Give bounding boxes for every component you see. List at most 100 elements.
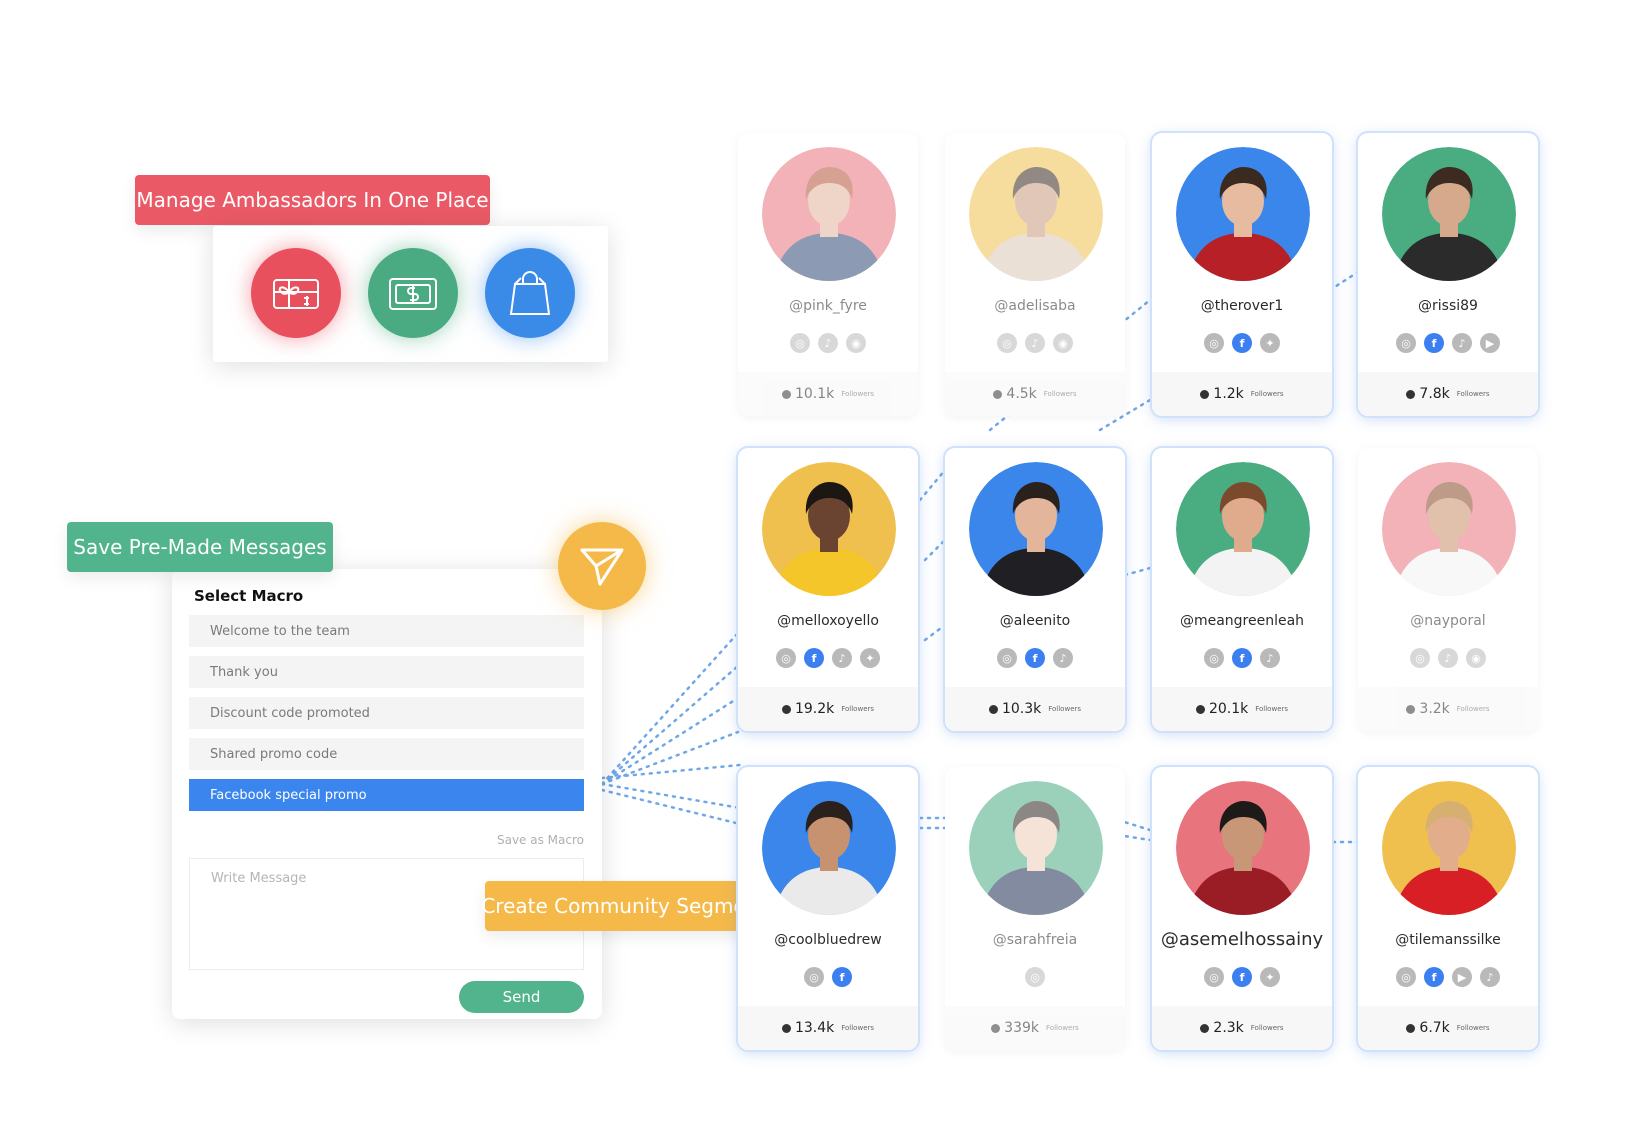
followers-label: Followers bbox=[1043, 390, 1077, 398]
ambassador-handle[interactable]: @sarahfreia bbox=[992, 932, 1078, 948]
tiktok-icon[interactable]: ♪ bbox=[1480, 967, 1500, 987]
social-icons: ◎ f ♪ ▶ bbox=[1358, 333, 1538, 353]
facebook-icon[interactable]: f bbox=[1025, 648, 1045, 668]
twitter-icon[interactable]: ✦ bbox=[1260, 333, 1280, 353]
twitter-icon[interactable]: ✦ bbox=[1260, 967, 1280, 987]
social-icons: ◎ ♪ ◉ bbox=[945, 333, 1125, 353]
instagram-icon[interactable]: ◎ bbox=[1396, 967, 1416, 987]
avatar bbox=[762, 781, 896, 915]
tiktok-icon[interactable]: ♪ bbox=[1438, 648, 1458, 668]
followers-label: Followers bbox=[1048, 705, 1082, 713]
send-plane-icon[interactable] bbox=[558, 522, 646, 610]
instagram-icon[interactable]: ◎ bbox=[804, 967, 824, 987]
avatar bbox=[762, 147, 896, 281]
cash-icon[interactable] bbox=[368, 248, 458, 338]
youtube-icon[interactable]: ▶ bbox=[1480, 333, 1500, 353]
macro-item-selected[interactable]: Facebook special promo bbox=[189, 779, 584, 811]
followers-count: 6.7k bbox=[1419, 1020, 1450, 1036]
feature-icons-card bbox=[213, 226, 608, 362]
instagram-icon[interactable]: ◎ bbox=[997, 333, 1017, 353]
ambassador-handle[interactable]: @therover1 bbox=[1200, 298, 1284, 314]
snapchat-icon[interactable]: ◉ bbox=[1053, 333, 1073, 353]
facebook-icon[interactable]: f bbox=[1232, 333, 1252, 353]
ambassador-handle[interactable]: @coolbluedrew bbox=[774, 932, 882, 948]
instagram-icon[interactable]: ◎ bbox=[1204, 967, 1224, 987]
avatar bbox=[1382, 781, 1516, 915]
facebook-icon[interactable]: f bbox=[1232, 967, 1252, 987]
ambassador-handle[interactable]: @rissi89 bbox=[1418, 298, 1478, 314]
user-icon bbox=[781, 1023, 791, 1033]
facebook-icon[interactable]: f bbox=[804, 648, 824, 668]
instagram-icon[interactable]: ◎ bbox=[776, 648, 796, 668]
user-icon bbox=[1406, 704, 1416, 714]
followers-count: 2.3k bbox=[1213, 1020, 1244, 1036]
facebook-icon[interactable]: f bbox=[1424, 333, 1444, 353]
youtube-icon[interactable]: ▶ bbox=[1452, 967, 1472, 987]
shopping-bag-icon[interactable] bbox=[485, 248, 575, 338]
ambassador-card[interactable]: @meangreenleah ◎ f ♪ 20.1k Followers bbox=[1152, 448, 1332, 731]
tiktok-icon[interactable]: ♪ bbox=[832, 648, 852, 668]
instagram-icon[interactable]: ◎ bbox=[1204, 648, 1224, 668]
macro-panel: Select Macro Welcome to the team Thank y… bbox=[172, 569, 602, 1019]
instagram-icon[interactable]: ◎ bbox=[1410, 648, 1430, 668]
followers-count: 20.1k bbox=[1208, 701, 1249, 717]
avatar bbox=[1382, 147, 1516, 281]
ambassador-handle[interactable]: @nayporal bbox=[1410, 613, 1486, 629]
tiktok-icon[interactable]: ♪ bbox=[1053, 648, 1073, 668]
social-icons: ◎ f ♪ ✦ bbox=[738, 648, 918, 668]
macro-item[interactable]: Shared promo code bbox=[189, 738, 584, 770]
ambassador-card[interactable]: @tilemanssilke ◎ f ▶ ♪ 6.7k Followers bbox=[1358, 767, 1538, 1050]
instagram-icon[interactable]: ◎ bbox=[997, 648, 1017, 668]
user-icon bbox=[781, 704, 791, 714]
gift-card-icon[interactable] bbox=[251, 248, 341, 338]
send-button[interactable]: Send bbox=[459, 981, 584, 1013]
instagram-icon[interactable]: ◎ bbox=[1396, 333, 1416, 353]
avatar bbox=[1382, 462, 1516, 596]
ambassador-handle[interactable]: @pink_fyre bbox=[789, 298, 867, 314]
social-icons: ◎ ♪ ◉ bbox=[738, 333, 918, 353]
snapchat-icon[interactable]: ◉ bbox=[1466, 648, 1486, 668]
instagram-icon[interactable]: ◎ bbox=[790, 333, 810, 353]
ambassador-handle[interactable]: @asemelhossainy bbox=[1160, 929, 1324, 950]
facebook-icon[interactable]: f bbox=[832, 967, 852, 987]
ambassador-handle[interactable]: @aleenito bbox=[999, 613, 1071, 629]
snapchat-icon[interactable]: ◉ bbox=[846, 333, 866, 353]
tiktok-icon[interactable]: ♪ bbox=[1025, 333, 1045, 353]
instagram-icon[interactable]: ◎ bbox=[1204, 333, 1224, 353]
followers-label: Followers bbox=[1456, 1024, 1490, 1032]
macro-item[interactable]: Thank you bbox=[189, 656, 584, 688]
followers-label: Followers bbox=[1255, 705, 1289, 713]
ambassador-handle[interactable]: @tilemanssilke bbox=[1395, 932, 1501, 948]
facebook-icon[interactable]: f bbox=[1424, 967, 1444, 987]
twitter-icon[interactable]: ✦ bbox=[860, 648, 880, 668]
macro-item[interactable]: Welcome to the team bbox=[189, 615, 584, 647]
tiktok-icon[interactable]: ♪ bbox=[1452, 333, 1472, 353]
ambassador-handle[interactable]: @melloxoyello bbox=[777, 613, 879, 629]
user-icon bbox=[1406, 1023, 1416, 1033]
ambassador-card[interactable]: @aleenito ◎ f ♪ 10.3k Followers bbox=[945, 448, 1125, 731]
instagram-icon[interactable]: ◎ bbox=[1025, 967, 1045, 987]
tiktok-icon[interactable]: ♪ bbox=[818, 333, 838, 353]
ambassador-handle[interactable]: @meangreenleah bbox=[1179, 613, 1305, 629]
tiktok-icon[interactable]: ♪ bbox=[1260, 648, 1280, 668]
followers-count: 10.3k bbox=[1001, 701, 1042, 717]
facebook-icon[interactable]: f bbox=[1232, 648, 1252, 668]
save-as-macro-link[interactable]: Save as Macro bbox=[496, 833, 584, 847]
ambassador-handle[interactable]: @adelisaba bbox=[994, 298, 1076, 314]
avatar bbox=[762, 462, 896, 596]
macro-item[interactable]: Discount code promoted bbox=[189, 697, 584, 729]
select-macro-title: Select Macro bbox=[194, 587, 304, 605]
